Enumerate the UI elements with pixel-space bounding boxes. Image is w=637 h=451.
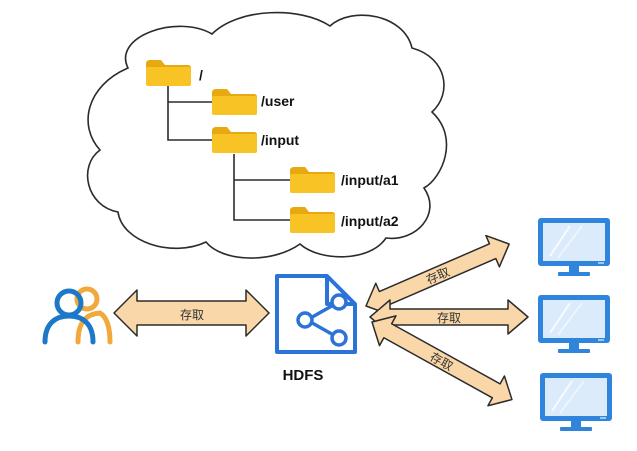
middle-arrow-label: 存取 [437,311,461,325]
tree-label-input-a1: /input/a1 [341,172,399,188]
tree-label-input-a2: /input/a2 [341,213,399,229]
hdfs-label: HDFS [283,367,324,384]
hdfs-share-icon [275,274,357,354]
client-access-arrow [113,289,270,337]
monitor-icon [539,372,613,432]
tree-label-user: /user [261,93,295,109]
monitor-icon [537,294,611,354]
tree-label-root: / [199,67,203,83]
tree-connectors [167,86,290,221]
tree-label-input: /input [261,132,299,148]
monitor-icon [537,217,611,277]
client-arrow-label: 存取 [180,308,204,322]
users-icon [42,286,113,345]
